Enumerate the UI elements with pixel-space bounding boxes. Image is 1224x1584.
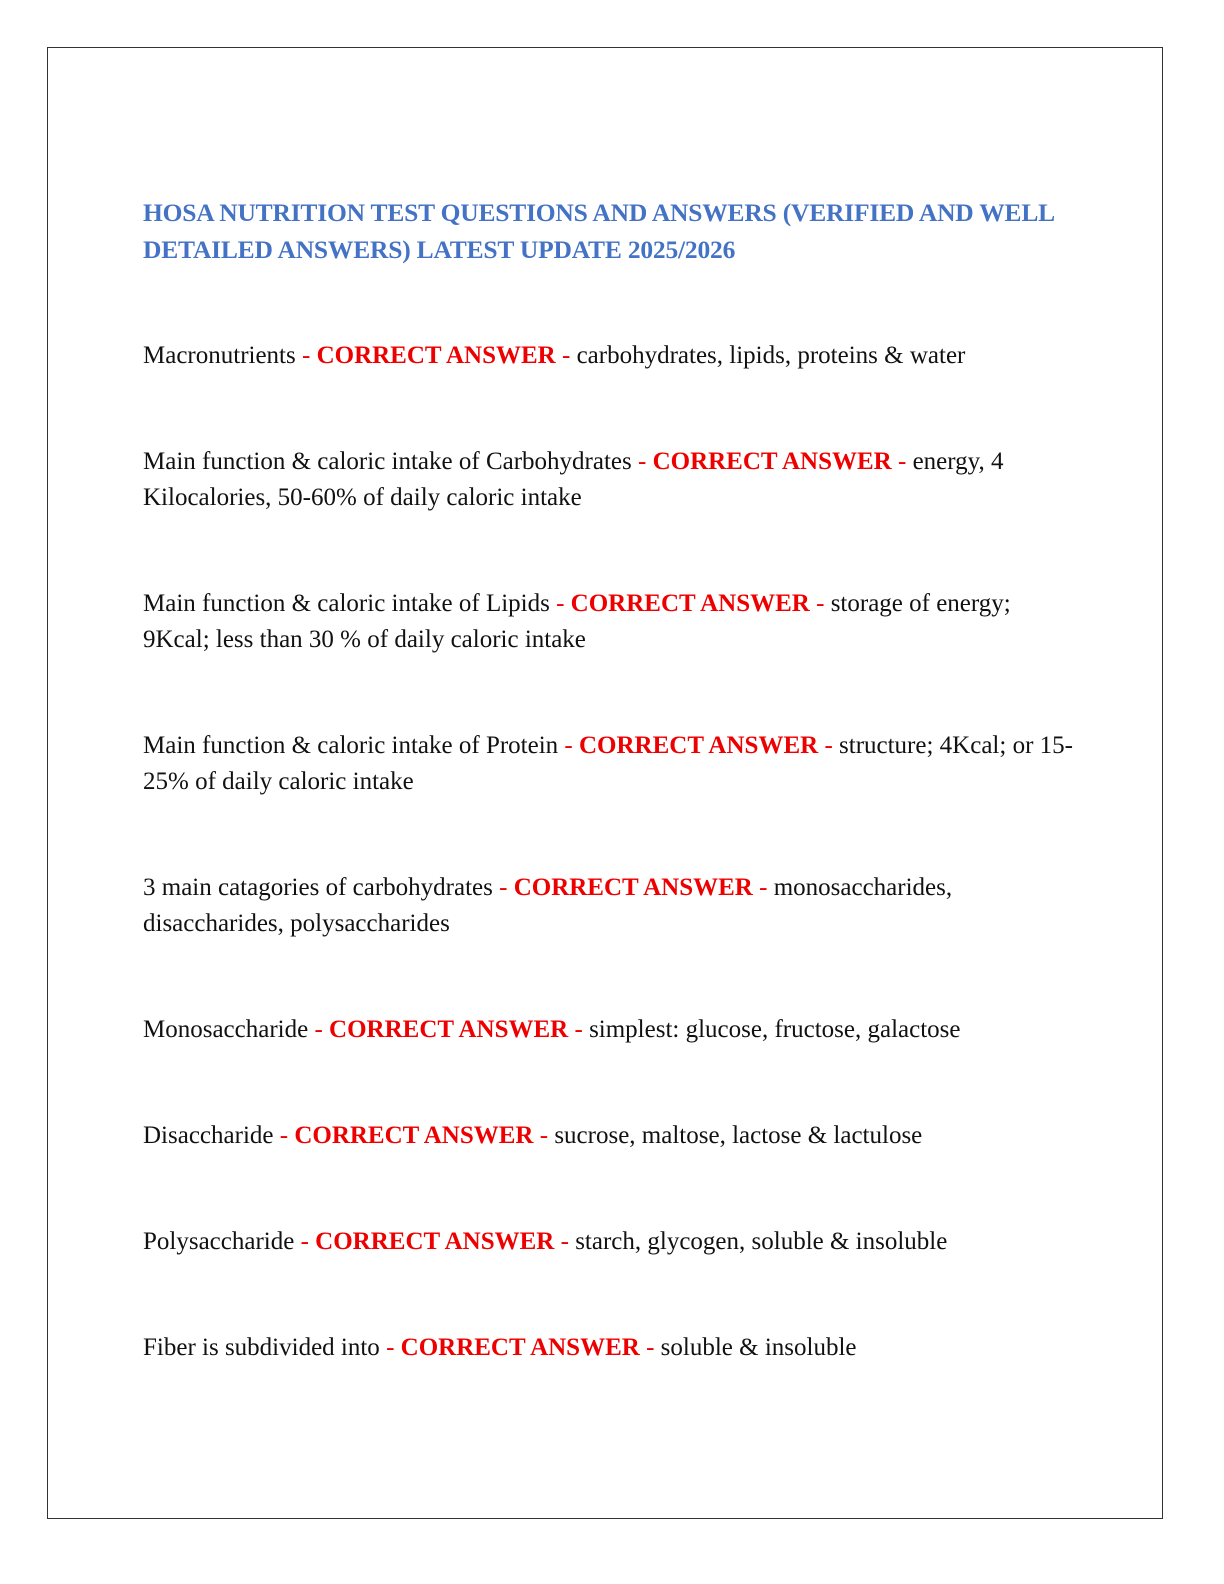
answer-text: monosaccharides, disaccharides, polysacc…: [143, 874, 953, 937]
answer-text: sucrose, maltose, lactose & lactulose: [554, 1122, 923, 1149]
answer-separator: -: [891, 448, 913, 475]
correct-answer-label: CORRECT ANSWER: [652, 448, 892, 475]
answer-text: carbohydrates, lipids, proteins & water: [576, 342, 966, 369]
answer-separator: -: [533, 1122, 555, 1149]
question-text: Fiber is subdivided into: [143, 1334, 380, 1361]
answer-separator: -: [555, 342, 577, 369]
answer-separator: -: [379, 1334, 401, 1361]
answer-text: storage of energy; 9Kcal; less than 30 %…: [143, 590, 1011, 653]
question-text: Main function & caloric intake of Protei…: [143, 732, 559, 759]
answer-text: structure; 4Kcal; or 15-25% of daily cal…: [143, 732, 1073, 795]
correct-answer-label: CORRECT ANSWER: [316, 342, 556, 369]
question-text: Disaccharide: [143, 1122, 274, 1149]
answer-separator: -: [554, 1228, 576, 1255]
answer-text: energy, 4 Kilocalories, 50-60% of daily …: [143, 448, 1004, 511]
answer-separator: -: [809, 590, 831, 617]
answer-separator: -: [558, 732, 579, 759]
question-text: 3 main catagories of carbohydrates: [143, 874, 493, 901]
correct-answer-label: CORRECT ANSWER: [579, 732, 819, 759]
qa-item: Macronutrients - CORRECT ANSWER - carboh…: [143, 338, 1083, 374]
answer-separator: -: [639, 1334, 661, 1361]
answer-separator: -: [294, 1228, 316, 1255]
document-title: HOSA NUTRITION TEST QUESTIONS AND ANSWER…: [143, 198, 1054, 264]
answer-text: soluble & insoluble: [660, 1334, 857, 1361]
correct-answer-label: CORRECT ANSWER: [329, 1016, 569, 1043]
answer-separator: -: [752, 874, 774, 901]
answer-separator: -: [568, 1016, 590, 1043]
question-text: Main function & caloric intake of Carboh…: [143, 448, 632, 475]
qa-item: Disaccharide - CORRECT ANSWER - sucrose,…: [143, 1118, 1083, 1154]
qa-item: Main function & caloric intake of Protei…: [143, 728, 1083, 800]
answer-text: starch, glycogen, soluble & insoluble: [575, 1228, 948, 1255]
qa-item: Fiber is subdivided into - CORRECT ANSWE…: [143, 1330, 1083, 1366]
qa-item: Main function & caloric intake of Carboh…: [143, 444, 1083, 516]
page-border: [47, 47, 1163, 1519]
question-text: Main function & caloric intake of Lipids: [143, 590, 550, 617]
answer-separator: -: [631, 448, 653, 475]
correct-answer-label: CORRECT ANSWER: [400, 1334, 640, 1361]
qa-item: Polysaccharide - CORRECT ANSWER - starch…: [143, 1224, 1083, 1260]
answer-separator: -: [818, 732, 840, 759]
qa-item: Monosaccharide - CORRECT ANSWER - simple…: [143, 1012, 1083, 1048]
answer-separator: -: [492, 874, 514, 901]
question-text: Polysaccharide: [143, 1228, 295, 1255]
question-text: Monosaccharide: [143, 1016, 309, 1043]
answer-text: simplest: glucose, fructose, galactose: [589, 1016, 961, 1043]
answer-separator: -: [308, 1016, 330, 1043]
qa-list: Macronutrients - CORRECT ANSWER - carboh…: [143, 338, 1083, 1366]
question-text: Macronutrients: [143, 342, 296, 369]
correct-answer-label: CORRECT ANSWER: [315, 1228, 555, 1255]
answer-separator: -: [273, 1122, 295, 1149]
correct-answer-label: CORRECT ANSWER: [294, 1122, 534, 1149]
document-body: HOSA NUTRITION TEST QUESTIONS AND ANSWER…: [143, 194, 1083, 1366]
correct-answer-label: CORRECT ANSWER: [570, 590, 810, 617]
qa-item: Main function & caloric intake of Lipids…: [143, 586, 1083, 658]
answer-separator: -: [295, 342, 317, 369]
qa-item: 3 main catagories of carbohydrates - COR…: [143, 870, 1083, 942]
correct-answer-label: CORRECT ANSWER: [513, 874, 753, 901]
answer-separator: -: [549, 590, 571, 617]
